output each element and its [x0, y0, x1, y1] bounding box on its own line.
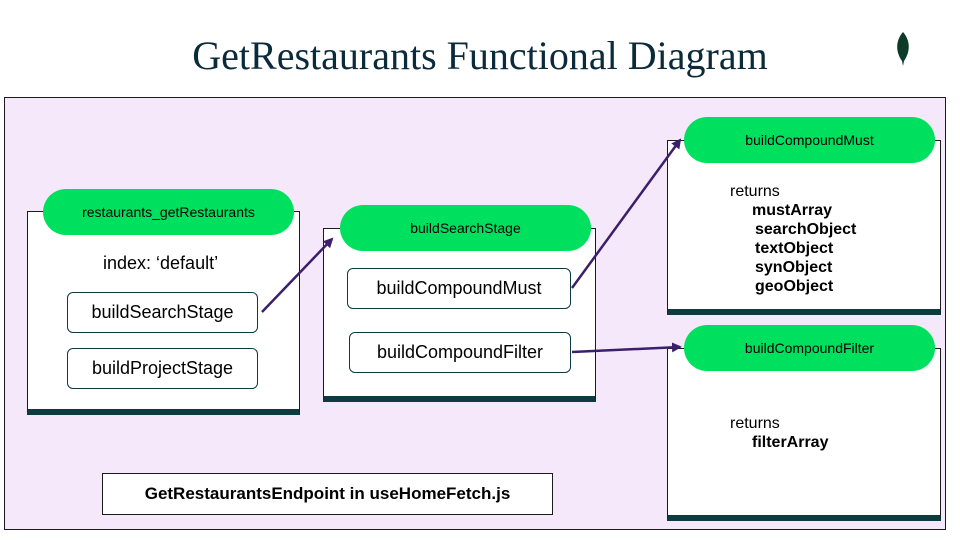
compound-must-returns: returns mustArray searchObject textObjec… — [730, 182, 856, 296]
compound-must-box — [667, 140, 941, 315]
restaurants-box-header: restaurants_getRestaurants — [43, 189, 294, 235]
compound-filter-returns: returns filterArray — [730, 414, 828, 452]
leaf-icon — [897, 32, 909, 66]
return-item: textObject — [755, 240, 834, 257]
returns-label: returns — [730, 415, 780, 432]
compound-filter-box-header: buildCompoundFilter — [684, 325, 935, 371]
return-item: filterArray — [752, 434, 829, 451]
return-item: geoObject — [755, 278, 834, 295]
return-item: synObject — [755, 259, 833, 276]
return-item: mustArray — [752, 202, 833, 219]
search-stage-item-compound-must: buildCompoundMust — [347, 268, 571, 309]
search-stage-item-compound-filter: buildCompoundFilter — [349, 332, 571, 373]
returns-label: returns — [730, 183, 780, 200]
search-stage-box-header: buildSearchStage — [340, 205, 591, 251]
restaurants-item-build-project-stage: buildProjectStage — [67, 348, 258, 389]
compound-filter-box — [667, 348, 941, 521]
compound-must-box-header: buildCompoundMust — [684, 117, 935, 163]
return-item: searchObject — [755, 221, 857, 238]
restaurants-item-build-search-stage: buildSearchStage — [67, 292, 258, 333]
diagram-title: GetRestaurants Functional Diagram — [192, 33, 768, 78]
search-stage-box — [323, 228, 596, 402]
endpoint-label: GetRestaurantsEndpoint in useHomeFetch.j… — [102, 473, 553, 515]
index-label: index: ‘default’ — [103, 253, 219, 273]
